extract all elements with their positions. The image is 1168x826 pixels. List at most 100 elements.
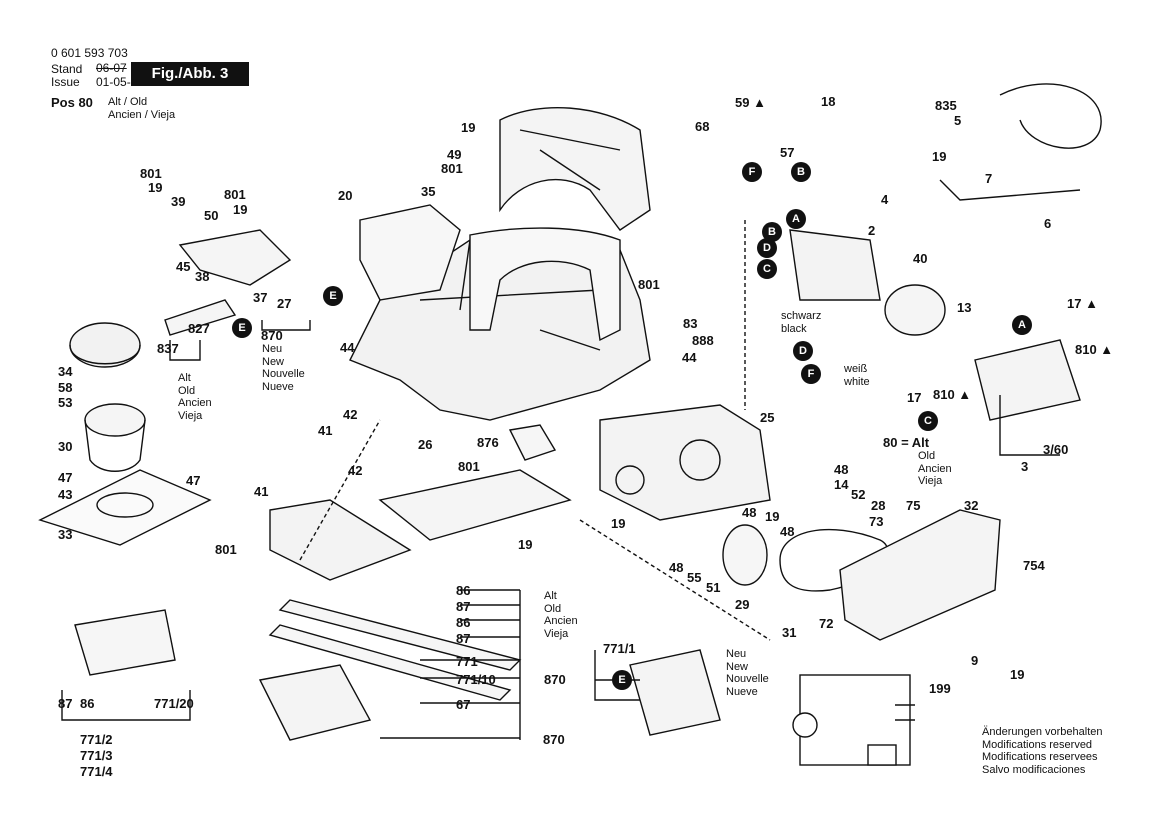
- part-label: 86: [80, 696, 95, 711]
- part-label: 18: [821, 94, 836, 109]
- part-label: 19: [765, 509, 780, 524]
- part-label: 42: [348, 463, 363, 478]
- callout-f-top: F: [742, 162, 762, 182]
- part-label: 41: [318, 423, 333, 438]
- old-date: 06-07: [96, 61, 127, 75]
- part-label: 87: [456, 599, 471, 614]
- part-label: 801: [215, 542, 237, 557]
- part-label: 19: [1010, 667, 1025, 682]
- part-label: 20: [338, 188, 353, 203]
- part-label: 19: [148, 180, 163, 195]
- part-label: 73: [869, 514, 884, 529]
- stand-label: Stand: [51, 62, 83, 76]
- callout-d-schwarz: D: [793, 341, 813, 361]
- part-label: 19: [932, 149, 947, 164]
- part-label: 801: [441, 161, 463, 176]
- part-label: 5: [954, 113, 962, 128]
- part-label: 29: [735, 597, 750, 612]
- part-label: 771/10: [456, 672, 496, 687]
- part-label: 47: [58, 470, 73, 485]
- part-label: 9: [971, 653, 979, 668]
- pos-note-2: Ancien / Vieja: [108, 109, 176, 121]
- part-label: 55: [687, 570, 702, 585]
- callout-c-mid: C: [918, 411, 938, 431]
- part-label: 50: [204, 208, 219, 223]
- part-label: 45: [176, 259, 191, 274]
- part-label: 754: [1023, 558, 1045, 573]
- part-label: 30: [58, 439, 73, 454]
- part-label: 835: [935, 98, 957, 113]
- part-label: 67: [456, 697, 471, 712]
- part-label: 59 ▲: [735, 95, 766, 110]
- part-label: 19: [518, 537, 533, 552]
- part-label: 2: [868, 223, 876, 238]
- part-label: 26: [418, 437, 433, 452]
- part-label: 48: [780, 524, 795, 539]
- part-label: 199: [929, 681, 951, 696]
- part-label: 57: [780, 145, 795, 160]
- part-label: 72: [819, 616, 834, 631]
- part-label: 19: [611, 516, 626, 531]
- part-label: 870: [544, 672, 566, 687]
- part-label: 27: [277, 296, 292, 311]
- part-label: 48: [742, 505, 757, 520]
- part-label: 43: [58, 487, 73, 502]
- figure-badge: Fig./Abb. 3: [131, 62, 249, 86]
- callout-a: A: [786, 209, 806, 229]
- part-label: 32: [964, 498, 979, 513]
- part-label: 771/20: [154, 696, 194, 711]
- part-label: 75: [906, 498, 921, 513]
- pos-note-1: Alt / Old: [108, 96, 148, 108]
- part-label: 827: [188, 321, 210, 336]
- part-label: 771/3: [80, 748, 113, 763]
- part-label: 771: [456, 654, 478, 669]
- part-label: 68: [695, 119, 710, 134]
- part-label: 3/60: [1043, 442, 1069, 457]
- callout-d: D: [757, 238, 777, 258]
- part-label: 44: [340, 340, 355, 355]
- callout-e-left: E: [232, 318, 252, 338]
- part-label: 801: [140, 166, 162, 181]
- part-label: 41: [254, 484, 269, 499]
- part-label: 870: [261, 328, 283, 343]
- part-label: 810 ▲: [1075, 342, 1114, 357]
- part-label: 48: [669, 560, 684, 575]
- part-label: 771/1: [603, 641, 636, 656]
- part-label: 44: [682, 350, 697, 365]
- part-label: 38: [195, 269, 210, 284]
- part-label: 33: [58, 527, 73, 542]
- part-label: 53: [58, 395, 73, 410]
- part-label: 87: [456, 631, 471, 646]
- callout-f-mid: F: [801, 364, 821, 384]
- part-label: 48: [834, 462, 849, 477]
- part-label: 83: [683, 316, 698, 331]
- part-label: 52: [851, 487, 866, 502]
- part-label: 35: [421, 184, 436, 199]
- part-label: 6: [1044, 216, 1052, 231]
- part-label: 801: [458, 459, 480, 474]
- part-label: 771/2: [80, 732, 113, 747]
- legend-80-alt: 80 = Alt: [883, 435, 930, 450]
- part-label: 771/4: [80, 764, 113, 779]
- part-label: 3: [1021, 459, 1029, 474]
- pos-label: Pos 80: [51, 95, 93, 110]
- part-label: 837: [157, 341, 179, 356]
- part-label: 25: [760, 410, 775, 425]
- callout-e-right: E: [323, 286, 343, 306]
- callout-e-bottom: E: [612, 670, 632, 690]
- part-label: 51: [706, 580, 721, 595]
- callout-a-right: A: [1012, 315, 1032, 335]
- issue-label: Issue: [51, 75, 80, 89]
- part-label: 86: [456, 583, 471, 598]
- part-label: 13: [957, 300, 972, 315]
- part-label: 49: [447, 147, 462, 162]
